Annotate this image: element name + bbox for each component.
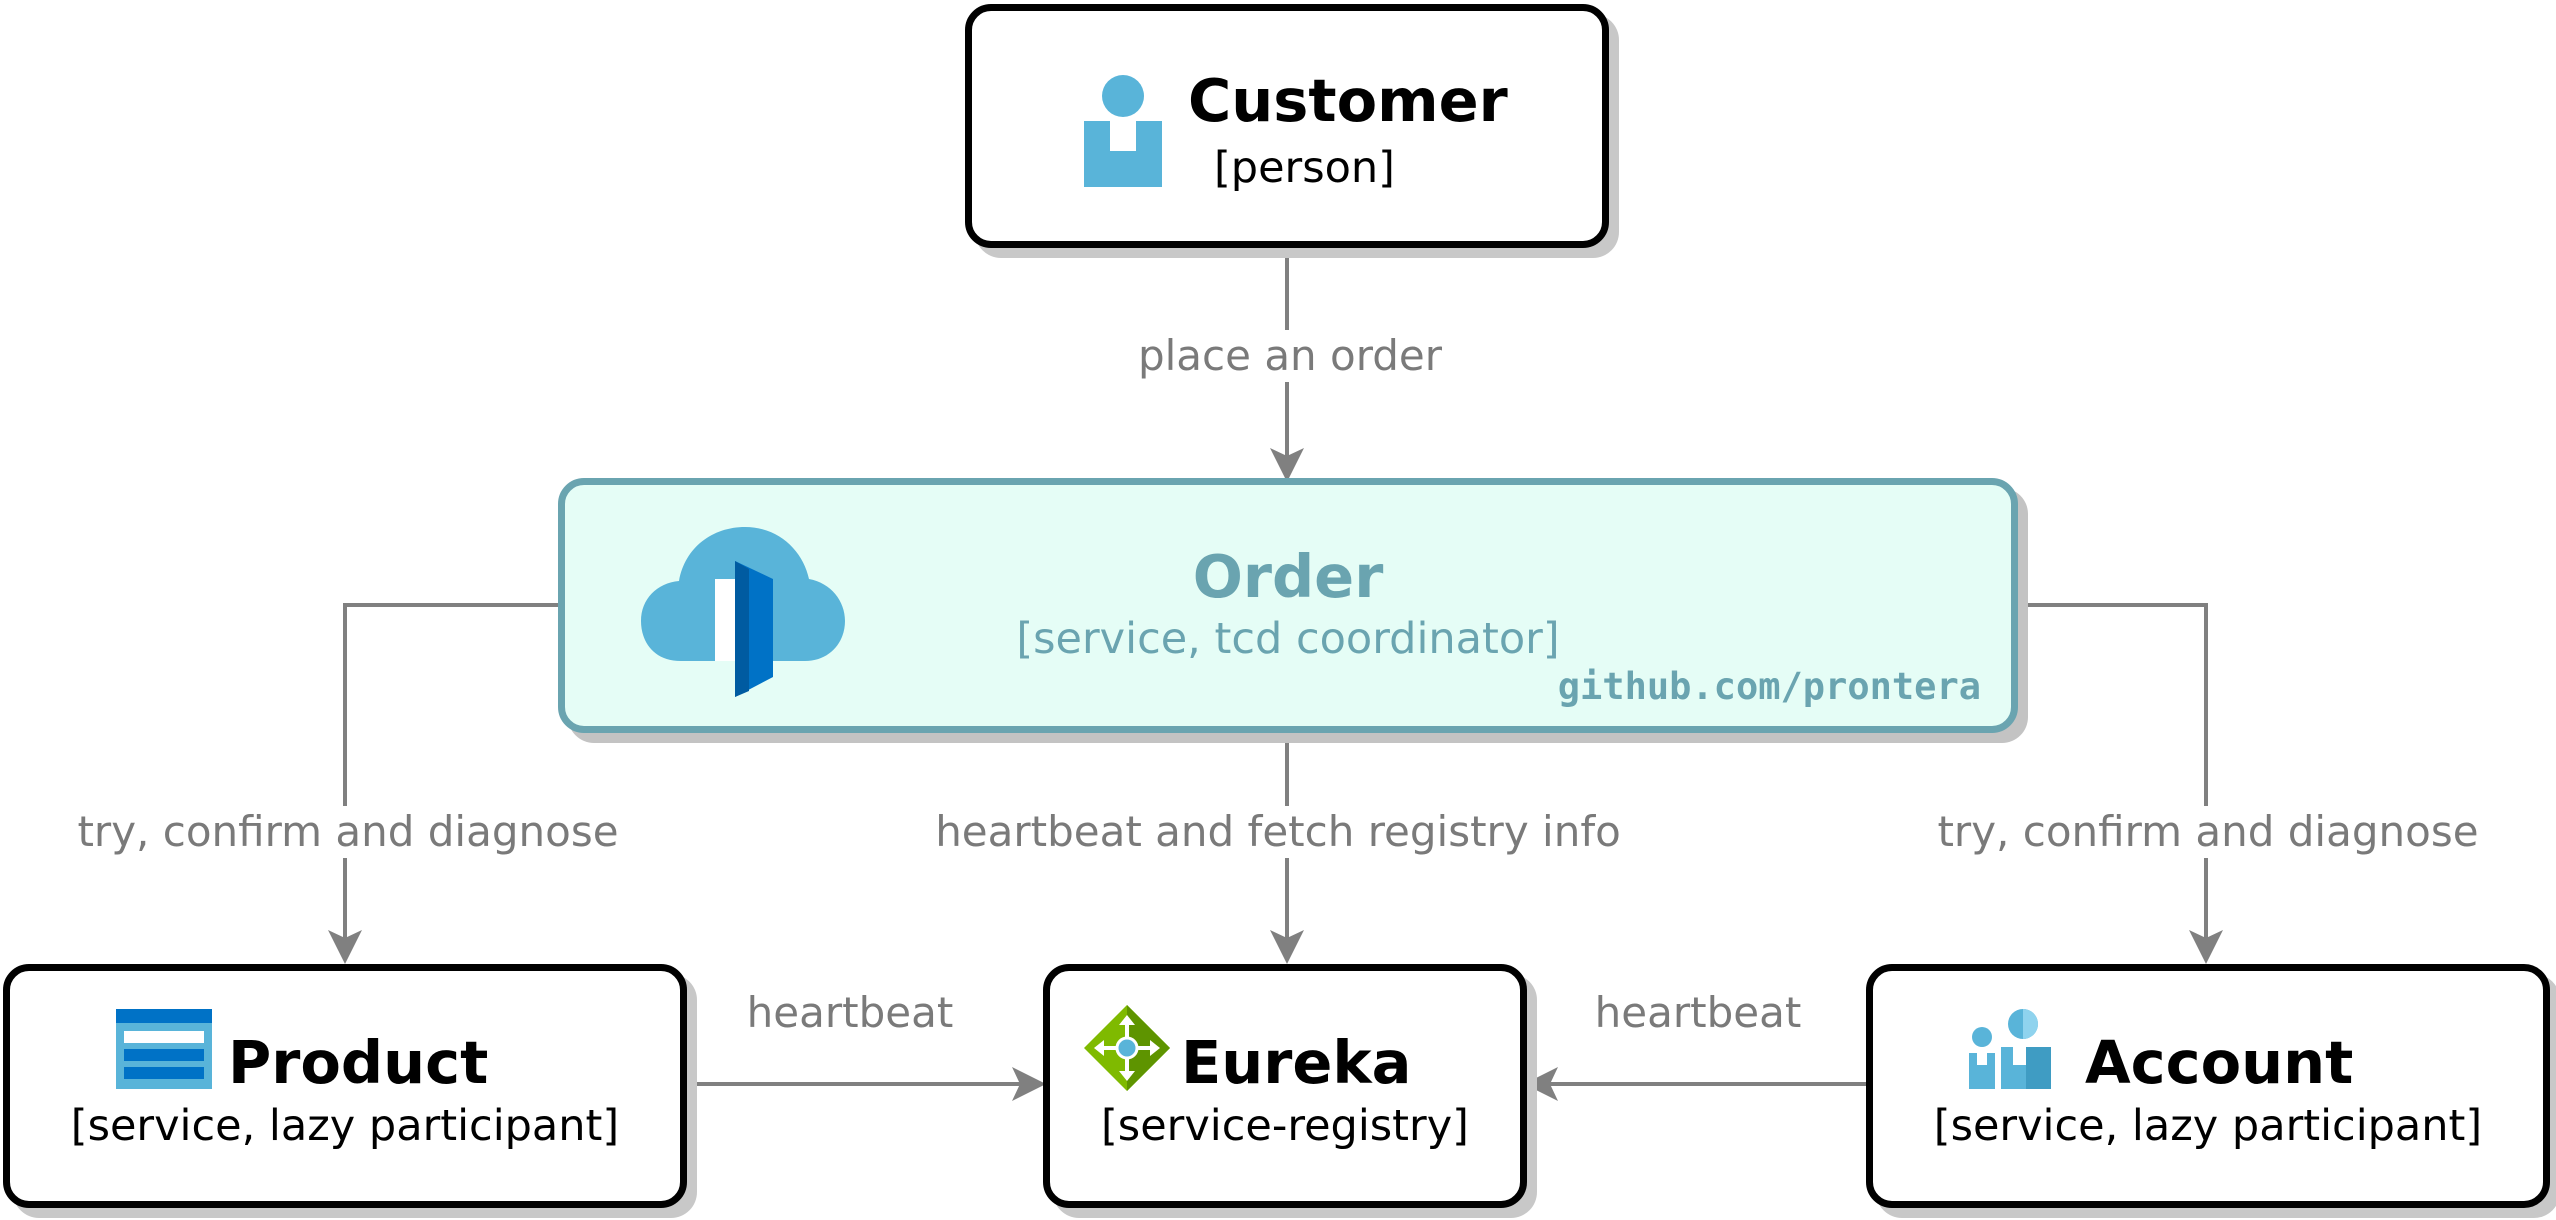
storage-table-icon xyxy=(116,1009,212,1089)
customer-node[interactable]: Customer [person] xyxy=(965,4,1609,248)
order-subtitle: [service, tcd coordinator] xyxy=(1016,614,1560,664)
service-registry-icon xyxy=(1084,1005,1170,1091)
arrowhead-customer-order xyxy=(1270,448,1304,482)
edge-label-order-account: try, confirm and diagnose xyxy=(1931,806,2485,858)
person-icon xyxy=(1084,75,1162,187)
edge-label-customer-order: place an order xyxy=(1131,330,1449,382)
arrowhead-order-eureka xyxy=(1270,930,1304,964)
account-title: Account xyxy=(2085,1028,2354,1097)
order-title: Order xyxy=(1192,542,1384,611)
arrowhead-product-eureka xyxy=(1012,1067,1046,1101)
edge-order-product[interactable] xyxy=(343,603,560,958)
eureka-subtitle: [service-registry] xyxy=(1101,1101,1469,1151)
order-node[interactable]: Order [service, tcd coordinator] github.… xyxy=(558,478,2018,733)
arrowhead-order-account xyxy=(2189,930,2223,964)
account-subtitle: [service, lazy participant] xyxy=(1933,1101,2483,1151)
eureka-node[interactable]: Eureka [service-registry] xyxy=(1043,964,1527,1208)
customer-title: Customer xyxy=(1188,66,1508,135)
account-node[interactable]: Account [service, lazy participant] xyxy=(1866,964,2550,1208)
edge-label-order-eureka: heartbeat and fetch registry info xyxy=(929,806,1627,858)
watermark: github.com/prontera xyxy=(1557,665,1981,708)
product-title: Product xyxy=(228,1028,489,1097)
arrowhead-account-eureka xyxy=(1524,1067,1558,1101)
eureka-title: Eureka xyxy=(1181,1028,1412,1097)
edge-label-account-eureka: heartbeat xyxy=(1594,988,1802,1037)
customer-subtitle: [person] xyxy=(1214,143,1395,193)
edge-label-order-product: try, confirm and diagnose xyxy=(71,806,625,858)
edge-label-product-eureka: heartbeat xyxy=(746,988,954,1037)
product-node[interactable]: Product [service, lazy participant] xyxy=(3,964,687,1208)
arrowhead-order-product xyxy=(328,930,362,964)
users-icon xyxy=(1969,1009,2051,1089)
product-subtitle: [service, lazy participant] xyxy=(70,1101,620,1151)
edge-order-account[interactable] xyxy=(2018,603,2208,958)
cloud-service-icon xyxy=(641,527,845,697)
